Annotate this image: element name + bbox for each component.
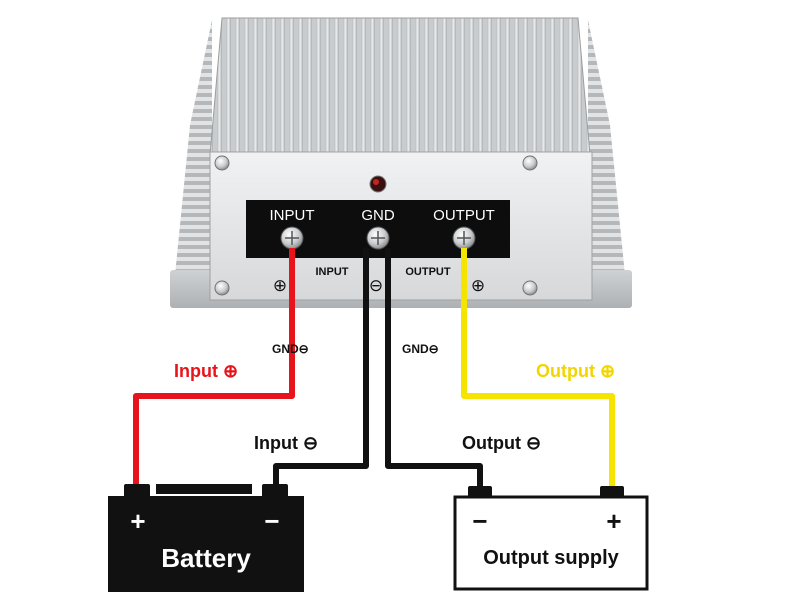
supply-label: Output supply xyxy=(483,547,619,569)
led-glow xyxy=(373,179,379,185)
battery-body xyxy=(108,496,304,592)
supply-terminal-positive xyxy=(600,486,624,498)
panel-label-gnd: GND xyxy=(361,207,395,224)
dc-converter: INPUT GND OUTPUT INPUT OUTPUT ⊕ ⊖ ⊕ xyxy=(170,17,632,308)
supply-minus-icon: − xyxy=(472,506,487,536)
battery-minus-icon: − xyxy=(264,506,279,536)
output-supply: − + Output supply xyxy=(453,486,649,591)
screw-icon xyxy=(522,280,538,296)
input-positive-label: Input ⊕ xyxy=(174,361,238,381)
heatsink-top xyxy=(209,17,591,156)
battery: + − Battery xyxy=(108,484,304,592)
output-plus-icon: ⊕ xyxy=(471,276,485,295)
battery-terminal-positive xyxy=(124,484,150,498)
sub-label-input: INPUT xyxy=(316,266,349,278)
screw-icon xyxy=(522,155,538,171)
left-flange xyxy=(172,20,212,305)
wire-output-negative xyxy=(385,248,483,490)
right-flange xyxy=(588,20,628,305)
panel-label-output: OUTPUT xyxy=(433,207,495,224)
wire-input-negative xyxy=(273,248,369,490)
input-plus-icon: ⊕ xyxy=(273,276,287,295)
battery-plus-icon: + xyxy=(130,506,145,536)
battery-top-bar xyxy=(156,484,252,494)
gnd-label-right: GND⊖ xyxy=(402,342,439,356)
output-positive-label: Output ⊕ xyxy=(536,361,615,381)
screw-icon xyxy=(214,155,230,171)
output-negative-label: Output ⊖ xyxy=(462,433,541,453)
wire-input-positive xyxy=(133,248,295,490)
supply-plus-icon: + xyxy=(606,506,621,536)
input-negative-label: Input ⊖ xyxy=(254,433,318,453)
supply-terminal-negative xyxy=(468,486,492,498)
gnd-label-left: GND⊖ xyxy=(272,342,309,356)
gnd-minus-icon: ⊖ xyxy=(369,276,383,295)
wires xyxy=(133,248,615,490)
panel-label-input: INPUT xyxy=(270,207,315,224)
screw-icon xyxy=(214,280,230,296)
battery-terminal-negative xyxy=(262,484,288,498)
wire-output-positive xyxy=(461,248,615,490)
battery-label: Battery xyxy=(161,543,251,573)
sub-label-output: OUTPUT xyxy=(405,266,451,278)
supply-body xyxy=(453,495,649,591)
